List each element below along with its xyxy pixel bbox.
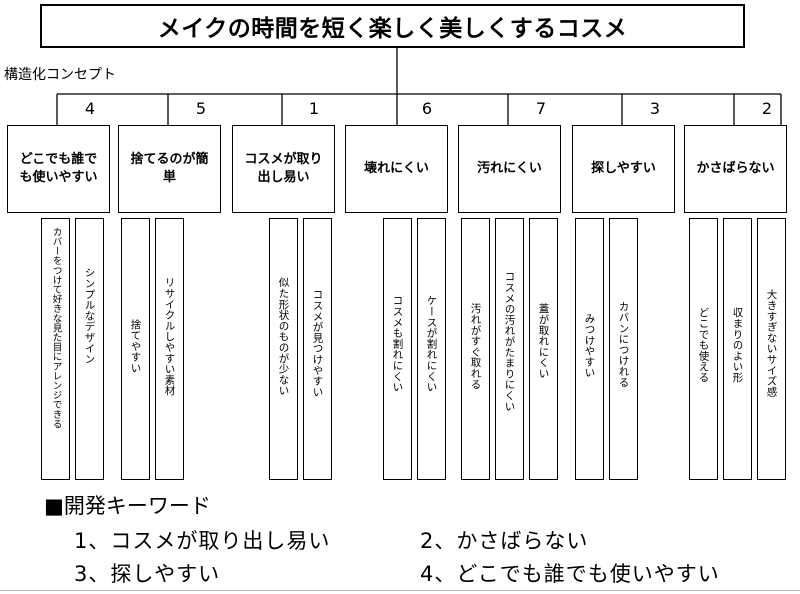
sub-item-label: コスメも割れにくい [391, 295, 404, 393]
sub-item-box: どこでも使える [689, 218, 718, 480]
sub-item-box: みつけやすい [575, 218, 604, 480]
sub-item-label: 大きすぎないサイズ感 [765, 289, 778, 397]
category-rank: 1 [308, 99, 320, 118]
sub-item-label: 収まりのよい形 [731, 307, 744, 383]
sub-item-label: リサイクルしやすい素材 [163, 277, 176, 396]
keyword-item: 2、かさばらない [420, 529, 589, 553]
category-rank: 3 [649, 99, 661, 118]
sub-item-box: カバンにつけれる [609, 218, 638, 480]
sub-item-box: ケースが割れにくい [417, 218, 446, 480]
sub-item-label: カバーをつけて好きな見た目にアレンジできる [50, 227, 62, 429]
sub-item-box: カバーをつけて好きな見た目にアレンジできる [41, 218, 70, 480]
category-box: かさばらない [684, 125, 787, 213]
bottom-divider [0, 590, 800, 591]
sub-item-box: リサイクルしやすい素材 [155, 218, 184, 480]
sub-item-box: 似た形状のものが少ない [269, 218, 298, 480]
concept-label: 構造化コンセプト [4, 67, 116, 83]
category-rank: 4 [84, 99, 96, 118]
sub-item-label: ケースが割れにくい [425, 295, 438, 393]
category-box: 壊れにくい [345, 125, 448, 213]
sub-item-label: 似た形状のものが少ない [277, 277, 290, 396]
category-box: 捨てるのが簡単 [118, 125, 221, 213]
sub-item-label: カバンにつけれる [617, 301, 630, 388]
category-rank: 7 [535, 99, 547, 118]
category-rank: 6 [421, 99, 433, 118]
category-box: どこでも誰でも使いやすい [7, 125, 110, 213]
sub-item-label: 蓋が取れにくい [537, 303, 550, 379]
category-rank: 2 [761, 99, 773, 118]
sub-item-box: コスメが見つけやすい [303, 218, 332, 480]
category-box: 探しやすい [572, 125, 675, 213]
sub-item-label: 汚れがすぐ取れる [469, 303, 482, 390]
sub-item-label: どこでも使える [697, 307, 710, 383]
sub-item-box: 蓋が取れにくい [529, 218, 558, 480]
sub-item-box: コスメも割れにくい [383, 218, 412, 480]
category-box: コスメが取り出し易い [232, 125, 335, 213]
sub-item-label: コスメの汚れがたまりにくい [503, 271, 516, 412]
diagram-title: メイクの時間を短く楽しく美しくするコスメ [40, 4, 745, 48]
keywords-heading: ■開発キーワード [44, 494, 211, 518]
sub-item-label: シンプルなデザイン [83, 267, 96, 365]
sub-item-box: 大きすぎないサイズ感 [757, 218, 786, 480]
sub-item-box: 捨てやすい [121, 218, 150, 480]
sub-item-box: 収まりのよい形 [723, 218, 752, 480]
keyword-item: 3、探しやすい [74, 562, 221, 586]
keyword-item: 1、コスメが取り出し易い [74, 529, 331, 553]
sub-item-box: 汚れがすぐ取れる [461, 218, 490, 480]
category-rank: 5 [195, 99, 207, 118]
sub-item-box: シンプルなデザイン [75, 218, 104, 480]
sub-item-label: みつけやすい [583, 313, 596, 378]
keyword-item: 4、どこでも誰でも使いやすい [420, 562, 720, 586]
category-box: 汚れにくい [458, 125, 561, 213]
sub-item-box: コスメの汚れがたまりにくい [495, 218, 524, 480]
sub-item-label: コスメが見つけやすい [311, 289, 324, 397]
sub-item-label: 捨てやすい [129, 319, 142, 373]
